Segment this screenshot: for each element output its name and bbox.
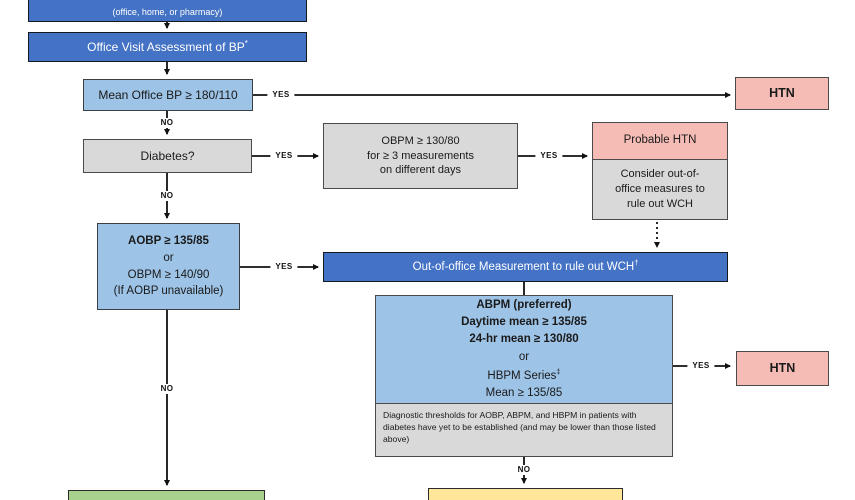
node-obpm-line1: OBPM ≥ 130/80 <box>381 134 460 147</box>
edge-label-no-to-green: NO <box>155 384 179 394</box>
node-probable-htn: Probable HTN Consider out-of-office meas… <box>592 122 728 220</box>
edge-label-yes-to-probable: YES <box>535 151 563 161</box>
node-elevated-bp-source: (office, home, or pharmacy) <box>28 0 307 22</box>
node-mean-office-bp-label: Mean Office BP ≥ 180/110 <box>98 87 238 102</box>
node-elevated-bp-source-label: (office, home, or pharmacy) <box>112 6 223 17</box>
node-abpm-line5: HBPM Series‡ <box>487 366 561 382</box>
edge-label-no-to-aobp: NO <box>155 191 179 201</box>
node-abpm-line3: 24-hr mean ≥ 130/80 <box>469 333 579 346</box>
node-office-visit-assessment-label: Office Visit Assessment of BP* <box>87 38 248 54</box>
node-obpm-line3: on different days <box>379 164 462 177</box>
edge-label-no-to-yellow: NO <box>512 465 536 475</box>
node-obpm-criteria: OBPM ≥ 130/80 for ≥ 3 measurements on di… <box>323 123 518 189</box>
node-htn-right: HTN <box>736 351 829 386</box>
node-abpm-criteria: ABPM (preferred) Daytime mean ≥ 135/85 2… <box>461 296 587 403</box>
edge-label-yes-to-oom: YES <box>270 262 298 272</box>
node-diabetes: Diabetes? <box>83 139 252 173</box>
node-result-yellow <box>428 488 623 500</box>
node-abpm-line2: Daytime mean ≥ 135/85 <box>461 316 587 329</box>
node-result-green <box>68 490 265 500</box>
node-probable-htn-header: Probable HTN <box>593 123 727 160</box>
node-out-of-office-bar-label: Out-of-office Measurement to rule out WC… <box>412 258 639 274</box>
edge-label-no-to-diabetes: NO <box>155 118 179 128</box>
node-mean-office-bp: Mean Office BP ≥ 180/110 <box>83 79 253 111</box>
node-aobp-criteria: AOBP ≥ 135/85 or OBPM ≥ 140/90 (If AOBP … <box>97 223 240 310</box>
node-abpm-hbpm: ABPM (preferred) Daytime mean ≥ 135/85 2… <box>375 295 673 457</box>
edge-label-yes-to-obpm: YES <box>270 151 298 161</box>
edge-label-yes-htn-top: YES <box>267 90 295 100</box>
node-abpm-line6: Mean ≥ 135/85 <box>485 386 563 399</box>
node-aobp-line1: AOBP ≥ 135/85 <box>128 235 209 248</box>
edge-label-yes-htn-right: YES <box>687 361 715 371</box>
node-htn-right-label: HTN <box>769 361 796 376</box>
node-htn-top-label: HTN <box>769 86 795 101</box>
node-htn-top: HTN <box>735 77 829 110</box>
node-aobp-line2: or <box>163 251 174 264</box>
node-probable-htn-body: Consider out-of-office measures to rule … <box>615 168 705 210</box>
node-abpm-footnote: Diagnostic thresholds for AOBP, ABPM, an… <box>376 403 672 456</box>
node-obpm-line2: for ≥ 3 measurements <box>367 149 474 162</box>
node-office-visit-assessment: Office Visit Assessment of BP* <box>28 32 307 62</box>
node-abpm-line4: or <box>518 350 530 363</box>
node-aobp-line3: OBPM ≥ 140/90 <box>127 268 210 281</box>
node-out-of-office-bar: Out-of-office Measurement to rule out WC… <box>323 252 728 282</box>
node-aobp-line4: (If AOBP unavailable) <box>113 285 224 298</box>
node-abpm-line1: ABPM (preferred) <box>476 298 572 311</box>
node-diabetes-label: Diabetes? <box>140 148 195 163</box>
